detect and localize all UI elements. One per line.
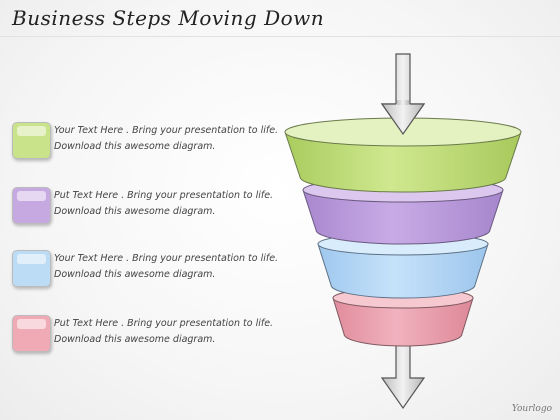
legend-swatch-3 (12, 250, 51, 287)
title-divider (0, 36, 560, 37)
logo-text: Yourlogo (511, 404, 552, 414)
legend-swatch-1 (12, 122, 51, 159)
legend-item-3: Your Text Here . Bring your presentation… (12, 250, 282, 294)
legend-text-4: Put Text Here . Bring your presentation … (54, 318, 274, 345)
legend-text-1: Your Text Here . Bring your presentation… (54, 125, 279, 152)
legend-swatch-4 (12, 315, 51, 352)
bottom-arrow-icon (380, 339, 426, 410)
legend-swatch-2 (12, 187, 51, 224)
legend-item-4: Put Text Here . Bring your presentation … (12, 315, 282, 359)
legend-text-3: Your Text Here . Bring your presentation… (54, 253, 279, 280)
legend-item-1: Your Text Here . Bring your presentation… (12, 122, 282, 166)
legend-text-2: Put Text Here . Bring your presentation … (54, 190, 274, 217)
slide-title: Business Steps Moving Down (12, 6, 325, 30)
legend-item-2: Put Text Here . Bring your presentation … (12, 187, 282, 231)
top-arrow-tip (380, 100, 426, 136)
